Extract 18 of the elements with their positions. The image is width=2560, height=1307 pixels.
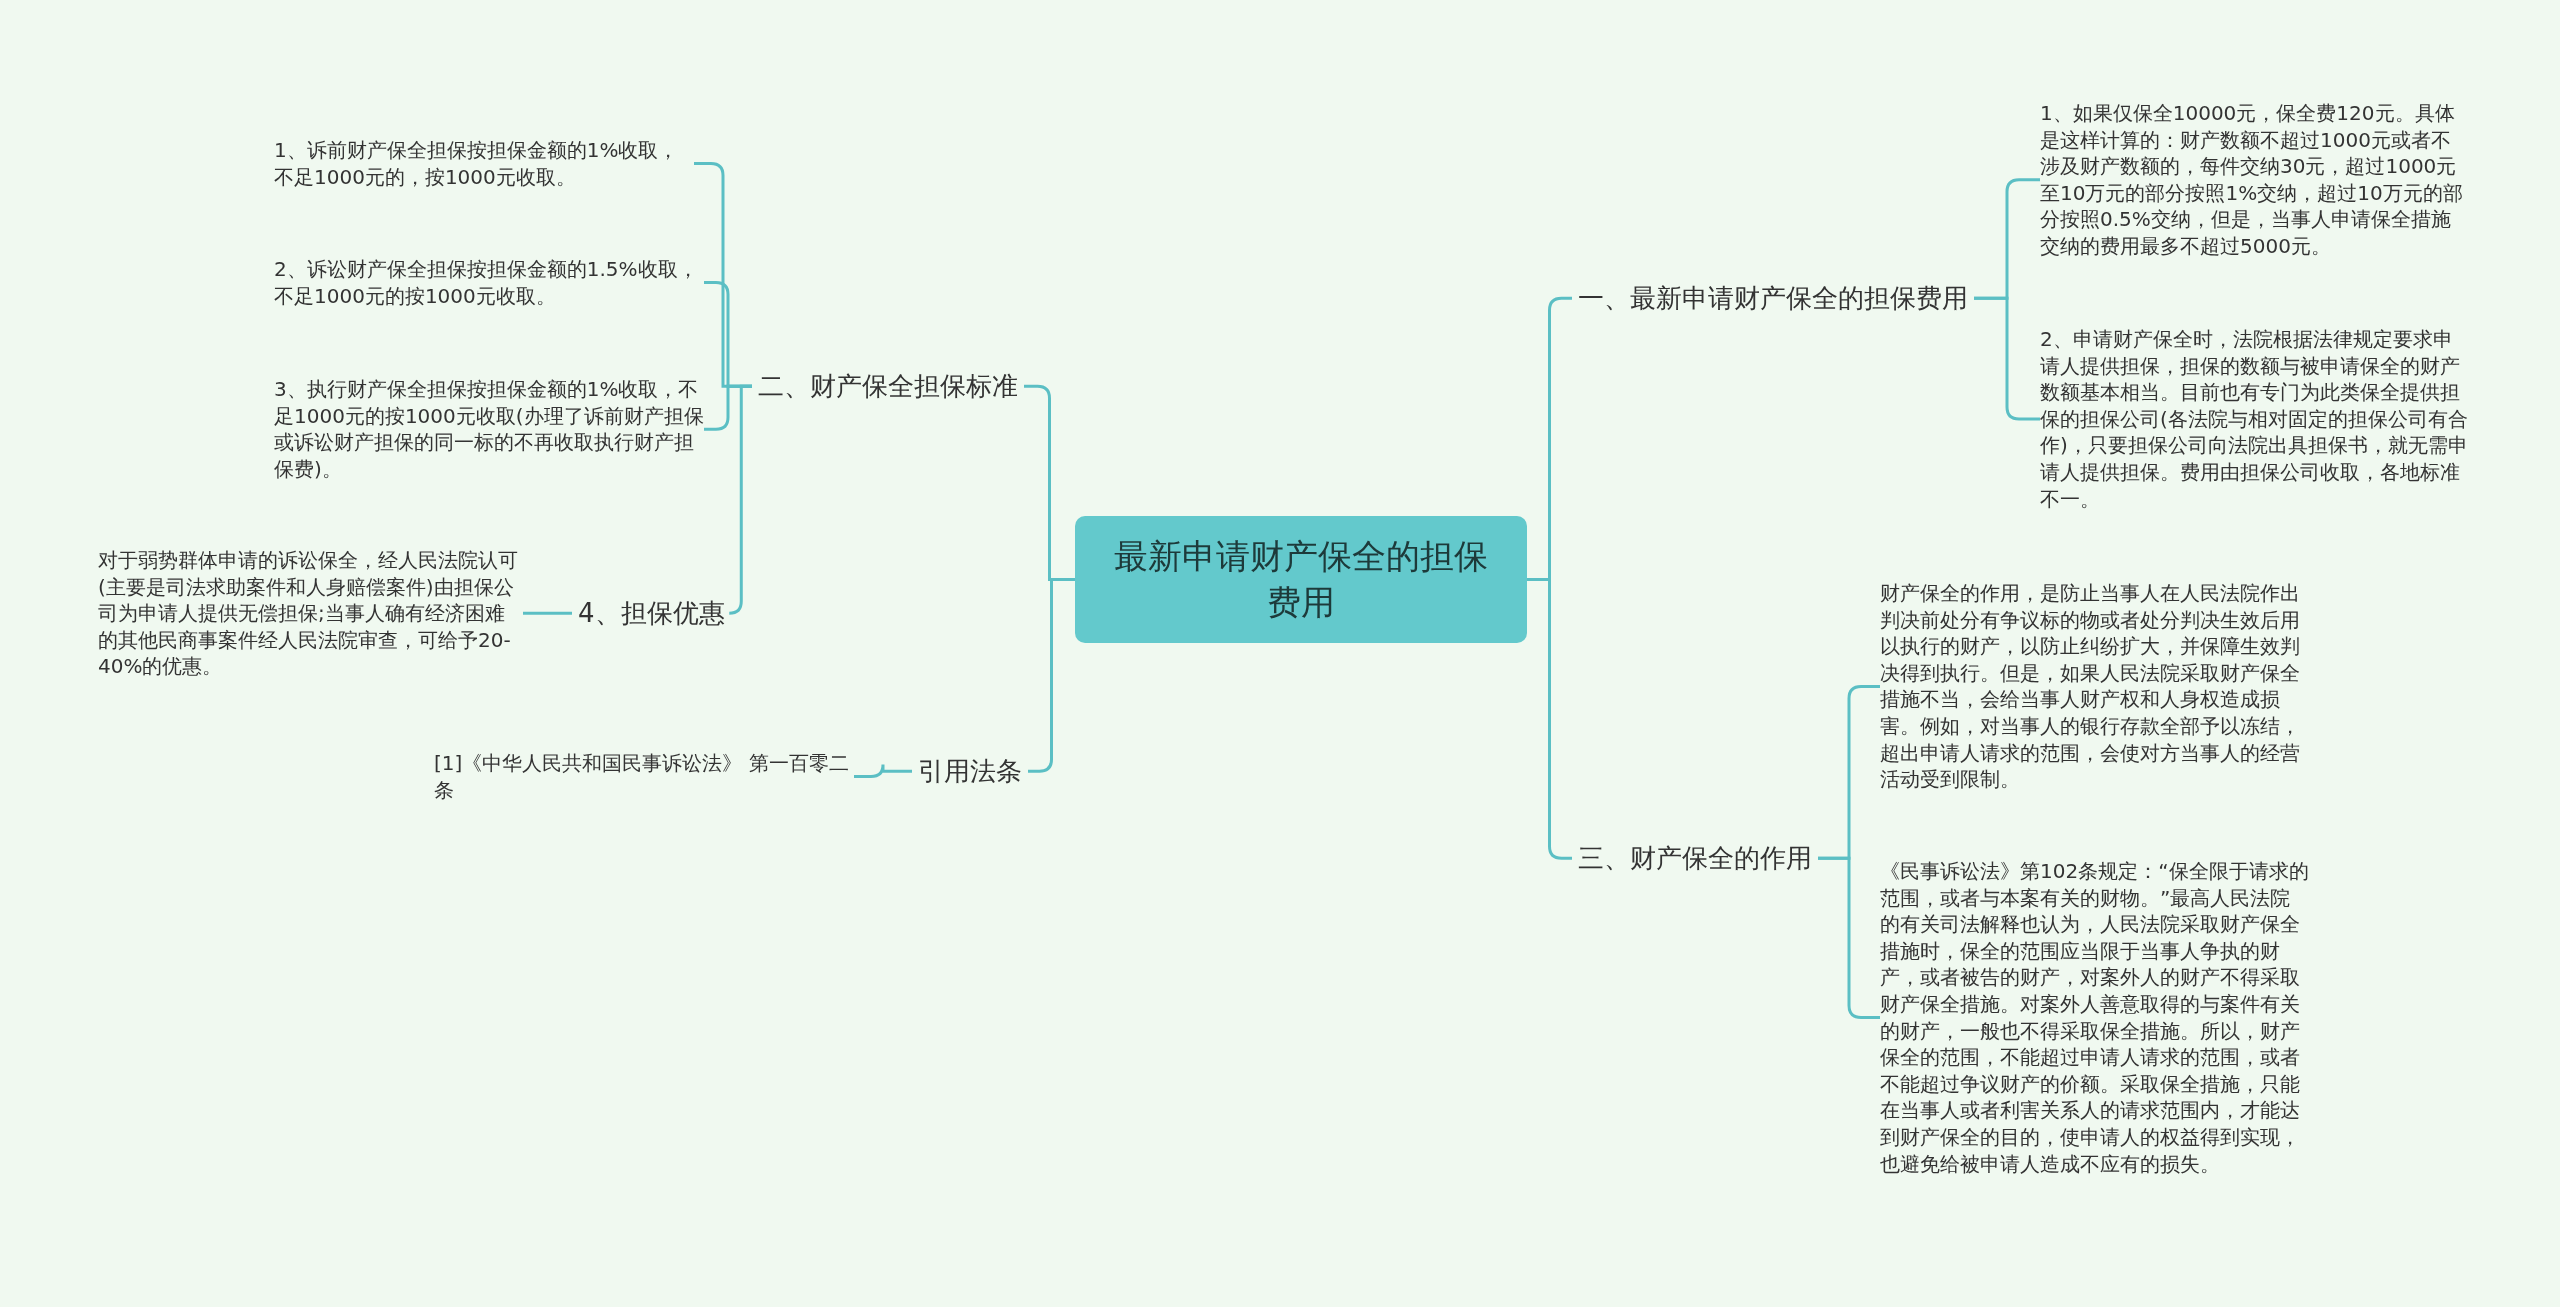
- topic-label: 三、财产保全的作用: [1578, 842, 1812, 875]
- central-topic: 最新申请财产保全的担保费用: [1075, 516, 1527, 643]
- subtopic-text: 2、申请财产保全时，法院根据法律规定要求申请人提供担保，担保的数额与被申请保全的财产数额基本相当。目前也有专门为此类保全提供担保的担保公司(各法院与相对固定的担保公司有合作)，只要担保公司向法院出具担保书，就无需申请人提供担保。费用由担保公司收取，各地标准不一。: [2040, 326, 2469, 513]
- connector-line: [523, 611, 572, 615]
- subtopic-text: 1、如果仅保全10000元，保全费120元。具体是这样计算的：财产数额不超过1000元或者不涉及财产数额的，每件交纳30元，超过1000元至10万元的部分按照1%交纳，超过10万元的部分按照0.5%交纳，但是，当事人申请保全措施交纳的费用最多不超过5000元。: [2040, 100, 2464, 260]
- subtopic-text: 3、执行财产保全担保按担保金额的1%收取，不足1000元的按1000元收取(办理了诉前财产担保或诉讼财产担保的同一标的不再收取执行财产担保费)。: [274, 376, 704, 483]
- topic-label: 引用法条: [918, 755, 1022, 788]
- subtopic-text: 《民事诉讼法》第102条规定：“保全限于请求的范围，或者与本案有关的财物。”最高人民法院的有关司法解释也认为，人民法院采取财产保全措施时，保全的范围应当限于当事人争执的财产，或者被告的财产，对案外人的财产不得采取财产保全措施。对案外人善意取得的与案件有关的财产，一般也不得采取保全措施。所以，财产保全的范围，不能超过申请人请求的范围，或者不能超过争议财产的价额。采取保全措施，只能在当事人或者利害关系人的请求范围内，才能达到财产保全的目的，使申请人的权益得到实现，也避免给被申请人造成不应有的损失。: [1880, 858, 2310, 1178]
- topic-label: 4、担保优惠: [578, 597, 725, 630]
- subtopic-text: 对于弱势群体申请的诉讼保全，经人民法院认可(主要是司法求助案件和人身赔偿案件)由担保公司为申请人提供无偿担保;当事人确有经济困难的其他民商事案件经人民法院审查，可给予20-40%的优惠。: [98, 547, 519, 680]
- subtopic-text: 财产保全的作用，是防止当事人在人民法院作出判决前处分有争议标的物或者处分判决生效后用以执行的财产，以防止纠纷扩大，并保障生效判决得到执行。但是，如果人民法院采取财产保全措施不当，会给当事人财产权和人身权造成损害。例如，对当事人的银行存款全部予以冻结，超出申请人请求的范围，会使对方当事人的经营活动受到限制。: [1880, 580, 2301, 793]
- subtopic-text: [1]《中华人民共和国民事诉讼法》 第一百零二条: [434, 750, 850, 804]
- subtopic-text: 2、诉讼财产保全担保按担保金额的1.5%收取，不足1000元的按1000元收取。: [274, 256, 699, 310]
- topic-label: 二、财产保全担保标准: [758, 370, 1018, 403]
- subtopic-text: 1、诉前财产保全担保按担保金额的1%收取，不足1000元的，按1000元收取。: [274, 137, 680, 191]
- connector-line: [854, 763, 912, 779]
- topic-label: 一、最新申请财产保全的担保费用: [1578, 282, 1968, 315]
- connector-line: [727, 384, 752, 615]
